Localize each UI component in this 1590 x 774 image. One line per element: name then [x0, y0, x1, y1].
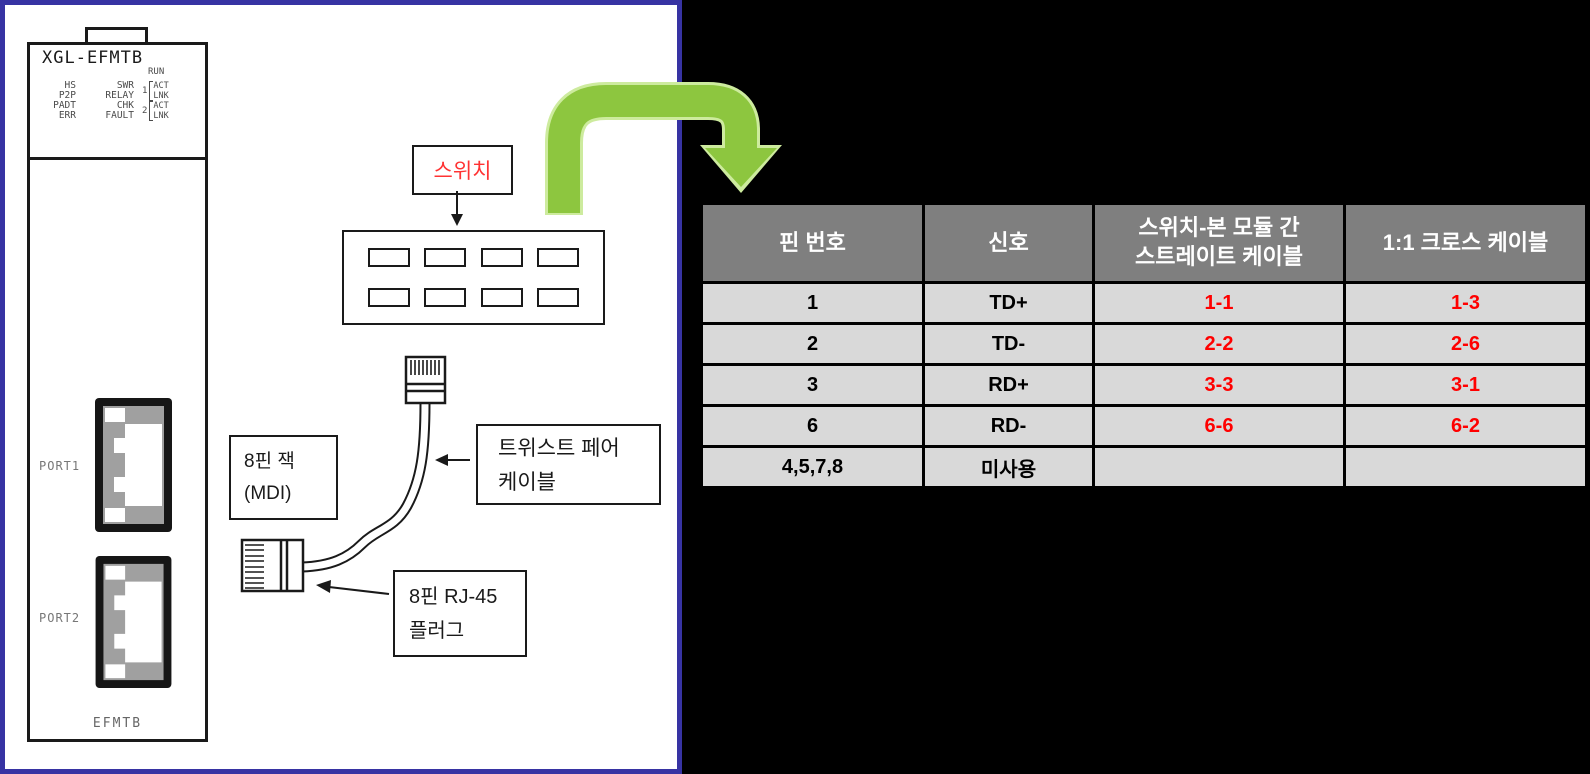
run-led-label: RUN — [148, 67, 165, 77]
led-label: ERR — [58, 110, 76, 121]
cell-cross: 6-2 — [1343, 404, 1588, 448]
port1-label: PORT1 — [39, 459, 81, 473]
table-header-row: 핀 번호 신호 스위치-본 모듈 간 스트레이트 케이블 1:1 크로스 케이블 — [700, 202, 1588, 284]
switch-slot-row — [368, 248, 579, 267]
cell-straight: 1-1 — [1092, 281, 1346, 325]
led-label: PADT — [53, 100, 76, 111]
wiring-diagram-panel: XGL-EFMTB RUN HS P2P PADT ERR SWR RELAY … — [0, 0, 682, 774]
led-label: HS — [64, 80, 76, 91]
plug-label-line1: 8핀 RJ-45 — [409, 586, 498, 608]
switch-port-slot — [424, 248, 467, 267]
module-bottom-label: EFMTB — [92, 716, 143, 731]
cell-cross: 1-3 — [1343, 281, 1588, 325]
led-label: ACT — [153, 81, 169, 91]
cell-cross: 2-6 — [1343, 322, 1588, 366]
cell-signal: TD+ — [922, 281, 1095, 325]
header-cross-cable: 1:1 크로스 케이블 — [1343, 202, 1588, 284]
cell-signal: RD+ — [922, 363, 1095, 407]
led-label: LNK — [153, 91, 169, 101]
switch-label-box: 스위치 — [412, 145, 513, 195]
led-group-number: 1 — [142, 86, 148, 96]
cell-pin: 3 — [700, 363, 925, 407]
cell-pin: 2 — [700, 322, 925, 366]
header-pin-number: 핀 번호 — [700, 202, 925, 284]
switch-port-slot — [368, 248, 410, 267]
header-straight-cable: 스위치-본 모듈 간 스트레이트 케이블 — [1092, 202, 1346, 284]
led-label: P2P — [58, 90, 76, 101]
module-top-tab — [85, 27, 148, 45]
led-labels: HS P2P PADT ERR SWR RELAY CHK FAULT 1 — [44, 81, 169, 121]
switch-port-slot — [536, 288, 579, 307]
switch-label: 스위치 — [433, 160, 492, 183]
cell-straight: 2-2 — [1092, 322, 1346, 366]
port2-label: PORT2 — [39, 611, 81, 625]
cell-straight: 3-3 — [1092, 363, 1346, 407]
table-row: 3 RD+ 3-3 3-1 — [700, 363, 1588, 407]
table-row: 4,5,7,8 미사용 — [700, 445, 1588, 489]
switch-port-slot — [480, 248, 523, 267]
led-column-1: HS P2P PADT ERR — [44, 81, 76, 121]
led-column-2: SWR RELAY CHK FAULT — [86, 81, 134, 121]
switch-port-slot — [536, 248, 579, 267]
led-label: CHK — [116, 100, 134, 111]
port2-jack-icon — [95, 556, 172, 688]
plug-label-line2: 플러그 — [409, 620, 465, 642]
jack-mdi-label-box: 8핀 잭 (MDI) — [229, 435, 338, 520]
rj45-plug-label-box: 8핀 RJ-45 플러그 — [393, 570, 527, 657]
cell-signal: TD- — [922, 322, 1095, 366]
led-group-2: 2 ACT LNK — [142, 101, 169, 121]
led-label: FAULT — [105, 110, 134, 121]
led-group-number: 2 — [142, 106, 148, 116]
switch-port-slot — [424, 288, 467, 307]
cell-signal: RD- — [922, 404, 1095, 448]
twisted-pair-label-box: 트위스트 페어 케이블 — [476, 424, 661, 505]
table-row: 1 TD+ 1-1 1-3 — [700, 281, 1588, 325]
cell-cross: 3-1 — [1343, 363, 1588, 407]
header-signal: 신호 — [922, 202, 1095, 284]
cell-straight: 6-6 — [1092, 404, 1346, 448]
table-row: 6 RD- 6-6 6-2 — [700, 404, 1588, 448]
jack-label-line1: 8핀 잭 — [244, 451, 295, 472]
switch-port-slot — [480, 288, 523, 307]
led-label: ACT — [153, 101, 169, 111]
led-bracket-groups: 1 ACT LNK 2 ACT LNK — [142, 81, 169, 121]
cable-label-line1: 트위스트 페어 — [498, 437, 620, 460]
port1-jack-icon — [95, 398, 172, 532]
led-panel: XGL-EFMTB RUN HS P2P PADT ERR SWR RELAY … — [30, 45, 205, 160]
led-group-lines: ACT LNK — [149, 81, 169, 101]
led-label: SWR — [116, 80, 134, 91]
led-group-1: 1 ACT LNK — [142, 81, 169, 101]
cell-pin: 1 — [700, 281, 925, 325]
cell-signal: 미사용 — [922, 445, 1095, 489]
cell-pin: 6 — [700, 404, 925, 448]
led-group-lines: ACT LNK — [149, 101, 169, 121]
pin-mapping-table: 핀 번호 신호 스위치-본 모듈 간 스트레이트 케이블 1:1 크로스 케이블… — [700, 202, 1588, 489]
led-label: RELAY — [105, 90, 134, 101]
cell-pin: 4,5,7,8 — [700, 445, 925, 489]
switch-port-slot — [368, 288, 410, 307]
cell-cross — [1343, 445, 1588, 489]
led-label: LNK — [153, 111, 169, 121]
jack-label-line2: (MDI) — [244, 483, 292, 504]
cell-straight — [1092, 445, 1346, 489]
switch-slot-row — [368, 288, 579, 307]
table-row: 2 TD- 2-2 2-6 — [700, 322, 1588, 366]
cable-label-line2: 케이블 — [498, 471, 556, 494]
module-title: XGL-EFMTB — [42, 48, 144, 68]
switch-device — [342, 230, 605, 325]
